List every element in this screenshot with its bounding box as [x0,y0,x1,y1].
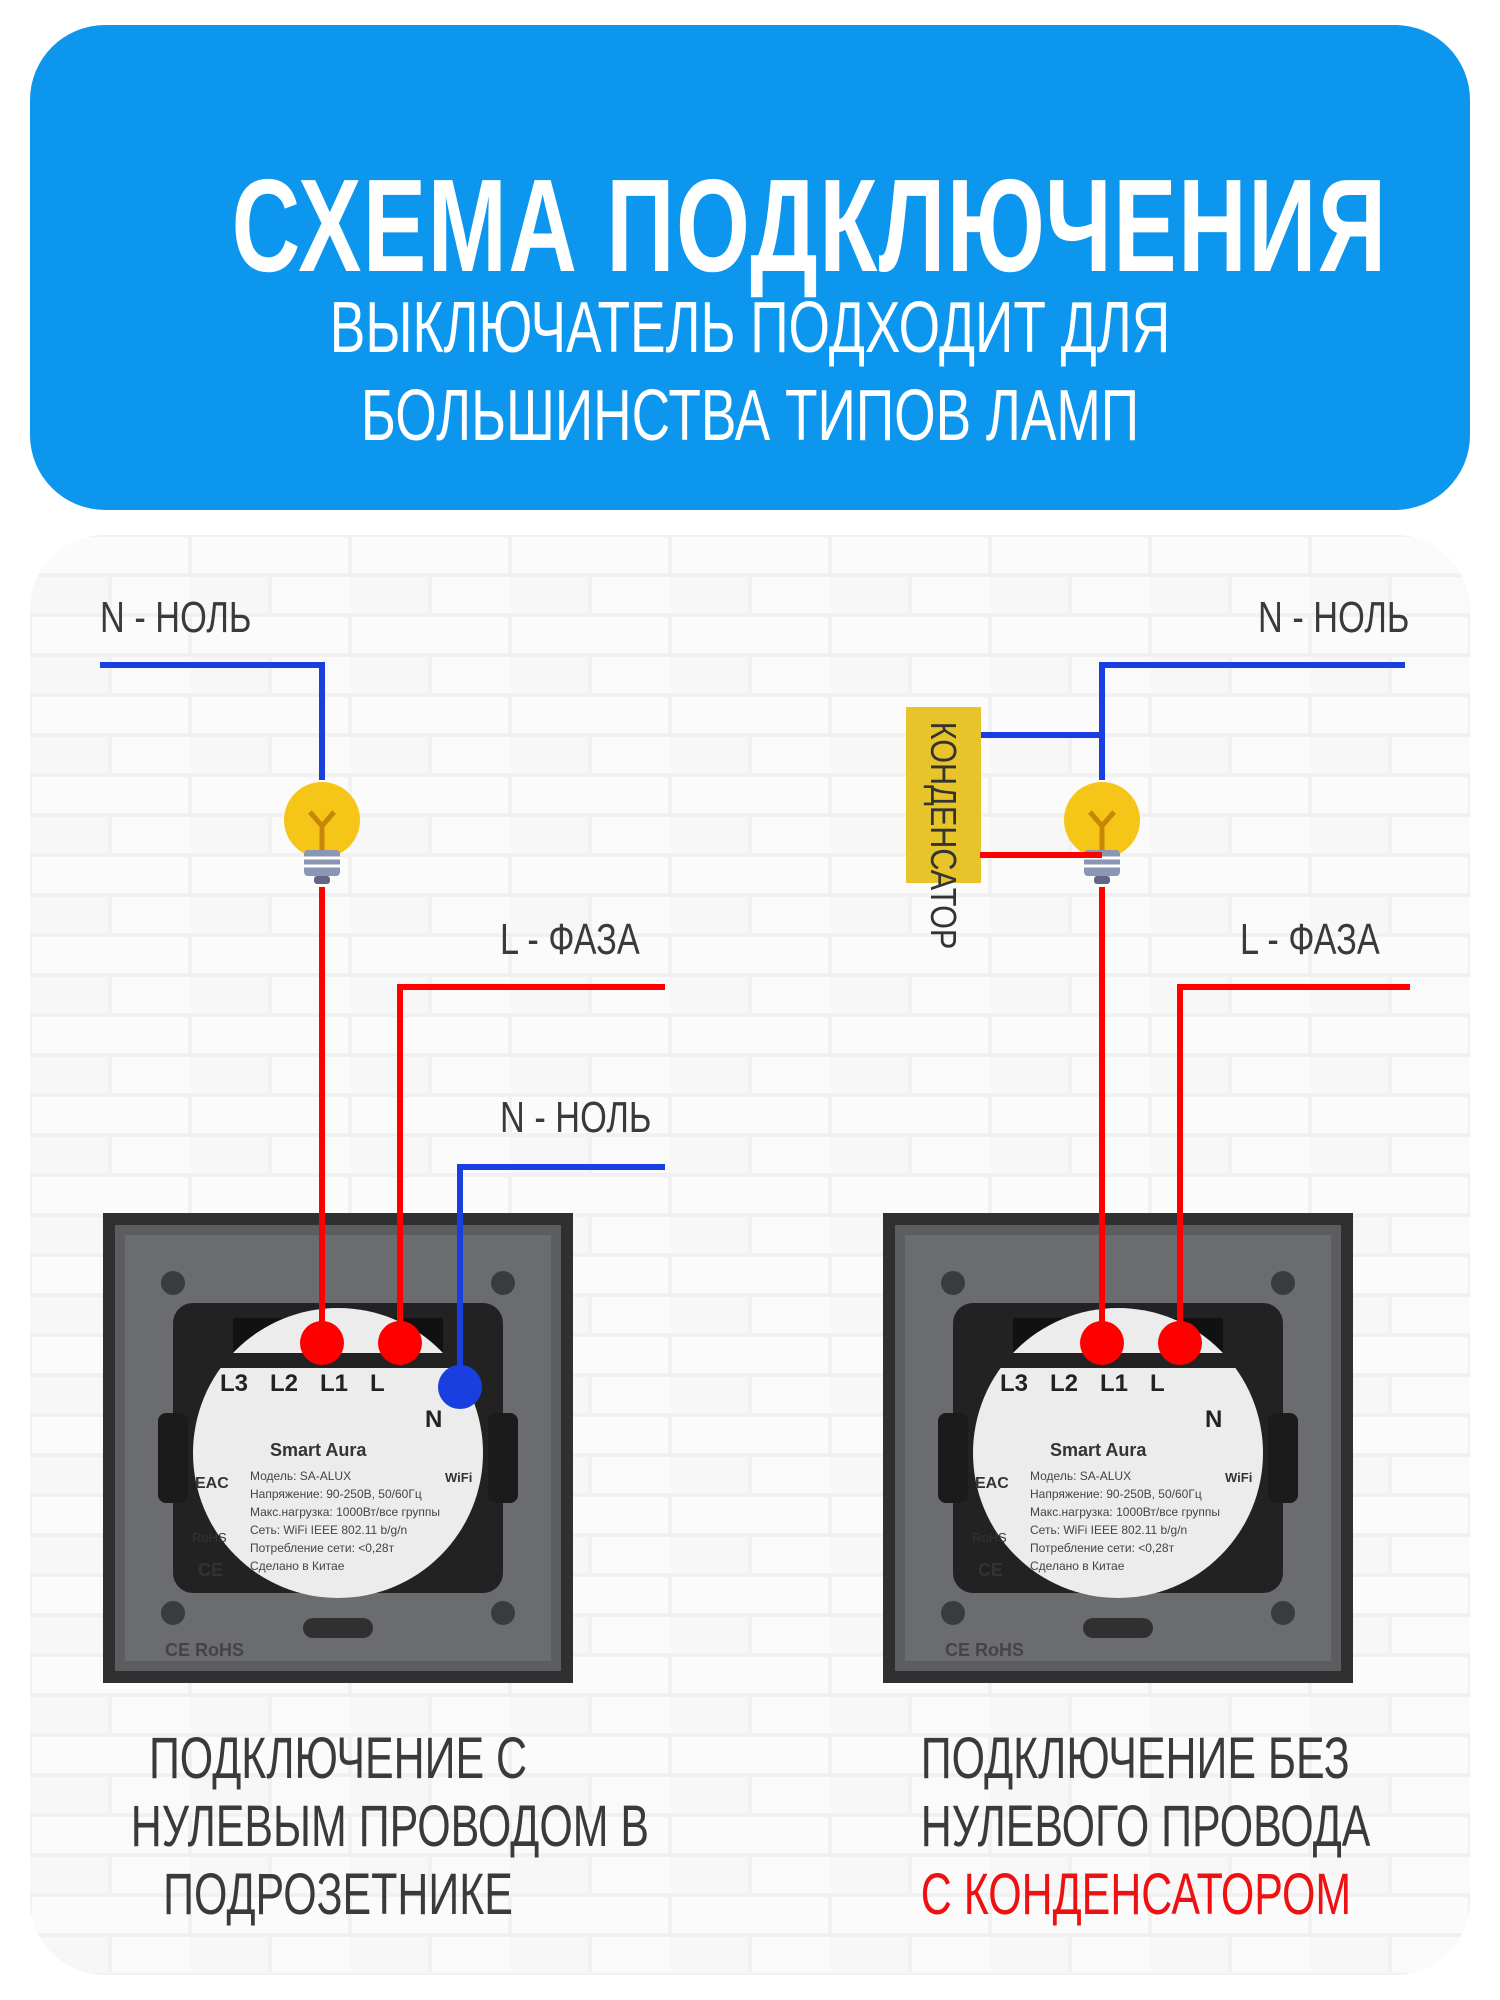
right-load-wire [980,852,1105,1335]
left-caption: ПОДКЛЮЧЕНИЕ С НУЛЕВЫМ ПРОВОДОМ В ПОДРОЗЕ… [58,1725,650,1929]
spec-line: Макс.нагрузка: 1000Вт/все группы [1030,1505,1221,1519]
right-spec-list: Модель: SA-ALUX Напряжение: 90-250В, 50/… [1030,1467,1220,1575]
right-terminal-l2-dot [1080,1321,1124,1365]
left-rohs-mark: RoHS [192,1530,227,1545]
right-caption-line-2: НУЛЕВОГО ПРОВОДА [920,1794,1371,1859]
terminal-l: L [370,1370,385,1397]
spec-line: Модель: SA-ALUX [1030,1469,1132,1483]
left-ce-mark: CE [198,1560,224,1580]
spec-line: Напряжение: 90-250В, 50/60Гц [1030,1487,1202,1501]
left-terminal-l2-dot [300,1321,344,1365]
left-neutral-top-label: N - НОЛЬ [100,593,252,642]
spec-line: Сделано в Китае [250,1559,345,1573]
right-caption-line-3: С КОНДЕНСАТОРОМ [920,1862,1352,1927]
terminal-l3: L3 [220,1370,249,1397]
spec-line: Сеть: WiFi IEEE 802.11 b/g/n [250,1523,408,1537]
left-phase-wire [397,984,665,1335]
right-capacitor [906,707,981,883]
capacitor-label: КОНДЕНСАТОР [923,721,964,950]
left-brand: Smart Aura [270,1440,367,1460]
right-phase-wire [1177,984,1410,1335]
right-neutral-wire-top [980,662,1405,780]
spec-line: Потребление сети: <0,28т [1030,1541,1175,1555]
brick-wall-panel: N - НОЛЬ L - ФАЗА N - НОЛЬ N - НОЛЬ L - … [30,535,1470,1975]
left-terminal-n-dot [438,1365,482,1409]
terminal-l2: L2 [270,1370,299,1397]
terminal-l: L [1150,1370,1165,1397]
subtitle-line-2: БОЛЬШИНСТВА ТИПОВ ЛАМП [360,376,1140,456]
left-neutral-box-label: N - НОЛЬ [500,1093,652,1142]
terminal-n: N [1205,1406,1223,1433]
terminal-l1: L1 [320,1370,349,1397]
page-title: СХЕМА ПОДКЛЮЧЕНИЯ [231,152,1388,299]
terminal-l2: L2 [1050,1370,1079,1397]
header-banner: СХЕМА ПОДКЛЮЧЕНИЯ ВЫКЛЮЧАТЕЛЬ ПОДХОДИТ Д… [30,25,1470,510]
left-spec-list: Модель: SA-ALUX Напряжение: 90-250В, 50/… [250,1467,440,1575]
left-frame-marks: CE RoHS [165,1640,245,1660]
right-brand: Smart Aura [1050,1440,1147,1460]
right-terminal-l-dot [1158,1321,1202,1365]
right-caption: ПОДКЛЮЧЕНИЕ БЕЗ НУЛЕВОГО ПРОВОДА С КОНДЕ… [848,1725,1408,1929]
spec-line: Макс.нагрузка: 1000Вт/все группы [250,1505,441,1519]
spec-line: Напряжение: 90-250В, 50/60Гц [250,1487,422,1501]
right-phase-label: L - ФАЗА [1240,915,1380,964]
right-wifi-label: WiFi [1225,1470,1253,1485]
left-caption-line-2: НУЛЕВЫМ ПРОВОДОМ В [130,1794,650,1859]
right-neutral-top-label: N - НОЛЬ [1258,593,1410,642]
left-terminal-l-dot [378,1321,422,1365]
terminal-l1: L1 [1100,1370,1129,1397]
right-ce-mark: CE [978,1560,1004,1580]
left-neutral-wire-box [457,1164,665,1380]
terminal-l3: L3 [1000,1370,1029,1397]
spec-line: Сеть: WiFi IEEE 802.11 b/g/n [1030,1523,1188,1537]
spec-line: Модель: SA-ALUX [250,1469,352,1483]
right-caption-line-1: ПОДКЛЮЧЕНИЕ БЕЗ [920,1726,1350,1791]
wiring-diagram [30,535,1470,1975]
subtitle-line-1: ВЫКЛЮЧАТЕЛЬ ПОДХОДИТ ДЛЯ [329,288,1171,368]
left-eac-mark: EAC [195,1475,229,1492]
right-eac-mark: EAC [975,1475,1009,1492]
left-caption-line-3: ПОДРОЗЕТНИКЕ [163,1862,513,1927]
spec-line: Потребление сети: <0,28т [250,1541,395,1555]
left-caption-line-1: ПОДКЛЮЧЕНИЕ С [148,1726,528,1791]
left-wifi-label: WiFi [445,1470,473,1485]
terminal-n: N [425,1406,443,1433]
right-rohs-mark: RoHS [972,1530,1007,1545]
right-frame-marks: CE RoHS [945,1640,1025,1660]
left-phase-label: L - ФАЗА [500,915,640,964]
left-neutral-wire-top [100,662,325,780]
spec-line: Сделано в Китае [1030,1559,1125,1573]
